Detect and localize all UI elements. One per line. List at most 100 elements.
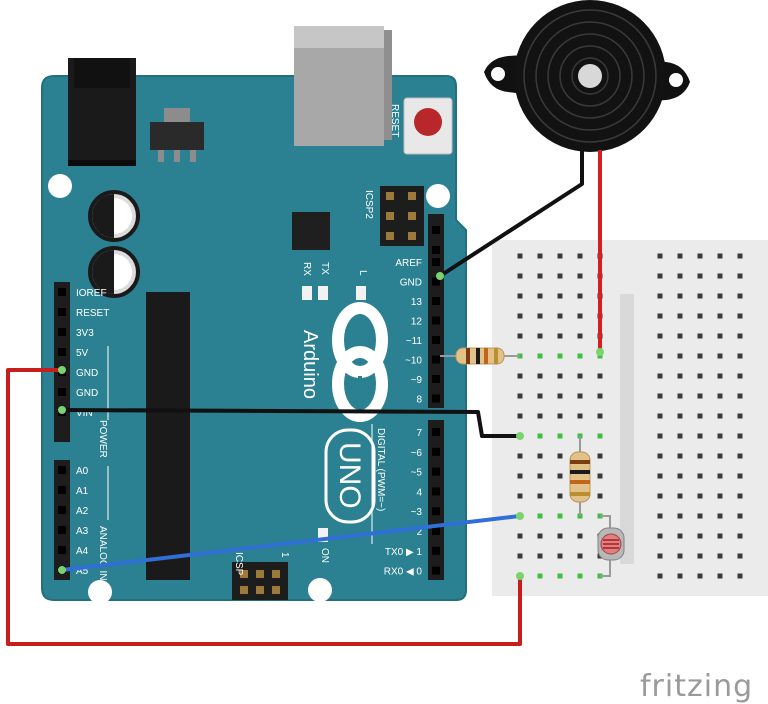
analog-header	[54, 460, 70, 580]
breadboard-hole	[737, 473, 743, 479]
breadboard-hole	[557, 373, 563, 379]
breadboard-hole	[737, 573, 743, 579]
breadboard-hole	[517, 293, 523, 299]
breadboard-hole	[657, 493, 663, 499]
breadboard-hole	[597, 393, 603, 399]
breadboard-hole	[557, 273, 563, 279]
breadboard-hole	[677, 573, 683, 579]
breadboard-hole	[657, 413, 663, 419]
breadboard-hole	[657, 573, 663, 579]
breadboard-hole	[697, 373, 703, 379]
uno-frame	[324, 428, 376, 524]
breadboard-hole	[537, 393, 543, 399]
breadboard-hole	[577, 313, 583, 319]
breadboard-hole	[517, 453, 523, 459]
header-socket	[58, 388, 66, 396]
digital-label: DIGITAL (PWM=~)	[375, 428, 386, 511]
header-socket	[432, 226, 440, 234]
capacitor	[88, 246, 140, 298]
breadboard-channel	[620, 294, 634, 564]
digital-pin-label: 4	[416, 487, 422, 498]
breadboard-hole	[737, 353, 743, 359]
breadboard-hole	[697, 473, 703, 479]
breadboard-hole-connected	[557, 513, 563, 519]
usb-connector	[294, 26, 392, 146]
tx-led	[318, 286, 328, 300]
breadboard-hole	[517, 393, 523, 399]
breadboard-hole	[717, 573, 723, 579]
breadboard-hole	[677, 273, 683, 279]
breadboard-hole	[697, 553, 703, 559]
header-socket	[58, 288, 66, 296]
header-socket	[58, 506, 66, 514]
header-socket	[432, 428, 440, 436]
analog-pin-label: A3	[76, 526, 89, 537]
breadboard-hole	[537, 313, 543, 319]
header-socket	[432, 375, 440, 383]
breadboard-hole	[657, 273, 663, 279]
arduino-logo	[332, 302, 388, 422]
breadboard-hole	[657, 373, 663, 379]
header-socket	[58, 308, 66, 316]
breadboard-hole	[717, 453, 723, 459]
breadboard-hole	[717, 253, 723, 259]
breadboard-hole	[677, 533, 683, 539]
breadboard-hole	[557, 333, 563, 339]
power-pin-label: GND	[76, 368, 98, 379]
breadboard-holes	[517, 253, 743, 579]
breadboard-hole	[697, 433, 703, 439]
header-socket	[432, 527, 440, 535]
on-led	[318, 528, 328, 542]
breadboard-hole	[677, 293, 683, 299]
breadboard-hole	[517, 333, 523, 339]
digital-pin-label: 12	[411, 317, 423, 328]
breadboard-hole	[537, 253, 543, 259]
breadboard-hole	[657, 513, 663, 519]
breadboard-hole	[657, 453, 663, 459]
piezo-buzzer	[484, 0, 690, 152]
reset-label: RESET	[389, 104, 400, 137]
header-socket	[432, 246, 440, 254]
breadboard-hole	[677, 393, 683, 399]
breadboard-hole	[717, 293, 723, 299]
tx-label: TX	[319, 262, 330, 275]
photoresistor	[597, 515, 625, 577]
breadboard-hole	[537, 553, 543, 559]
digital-pin-label: ~11	[406, 336, 423, 347]
digital-pin-label: AREF	[395, 258, 422, 269]
digital-pin-label: 7	[416, 428, 422, 439]
breadboard-hole-connected	[577, 353, 583, 359]
atmega-chip	[146, 292, 190, 580]
breadboard-hole	[577, 533, 583, 539]
breadboard-hole	[537, 453, 543, 459]
breadboard-hole	[577, 273, 583, 279]
digital-pin-label: ~6	[411, 448, 423, 459]
breadboard-hole	[697, 533, 703, 539]
breadboard-hole	[737, 413, 743, 419]
breadboard-hole	[677, 513, 683, 519]
icsp2-header	[380, 186, 424, 246]
digital-pin-label: 8	[416, 395, 422, 406]
header-socket	[432, 316, 440, 325]
digital-pin-label: ~10	[405, 356, 422, 367]
usb-chip	[292, 212, 330, 250]
reset-button[interactable]	[403, 97, 453, 155]
model-label: UNO	[333, 442, 366, 509]
breadboard-hole	[657, 473, 663, 479]
breadboard-hole	[737, 493, 743, 499]
breadboard-hole	[537, 533, 543, 539]
breadboard-hole	[717, 313, 723, 319]
breadboard-hole	[577, 333, 583, 339]
breadboard-hole	[557, 313, 563, 319]
breadboard-hole	[717, 413, 723, 419]
breadboard-hole	[677, 413, 683, 419]
power-pin-label: VIN	[76, 408, 93, 419]
dc-power-jack	[68, 58, 136, 166]
header-socket	[58, 328, 66, 336]
breadboard-hole	[597, 373, 603, 379]
breadboard-hole	[537, 293, 543, 299]
breadboard-hole	[597, 453, 603, 459]
breadboard-hole	[677, 453, 683, 459]
rx-led	[302, 286, 312, 300]
